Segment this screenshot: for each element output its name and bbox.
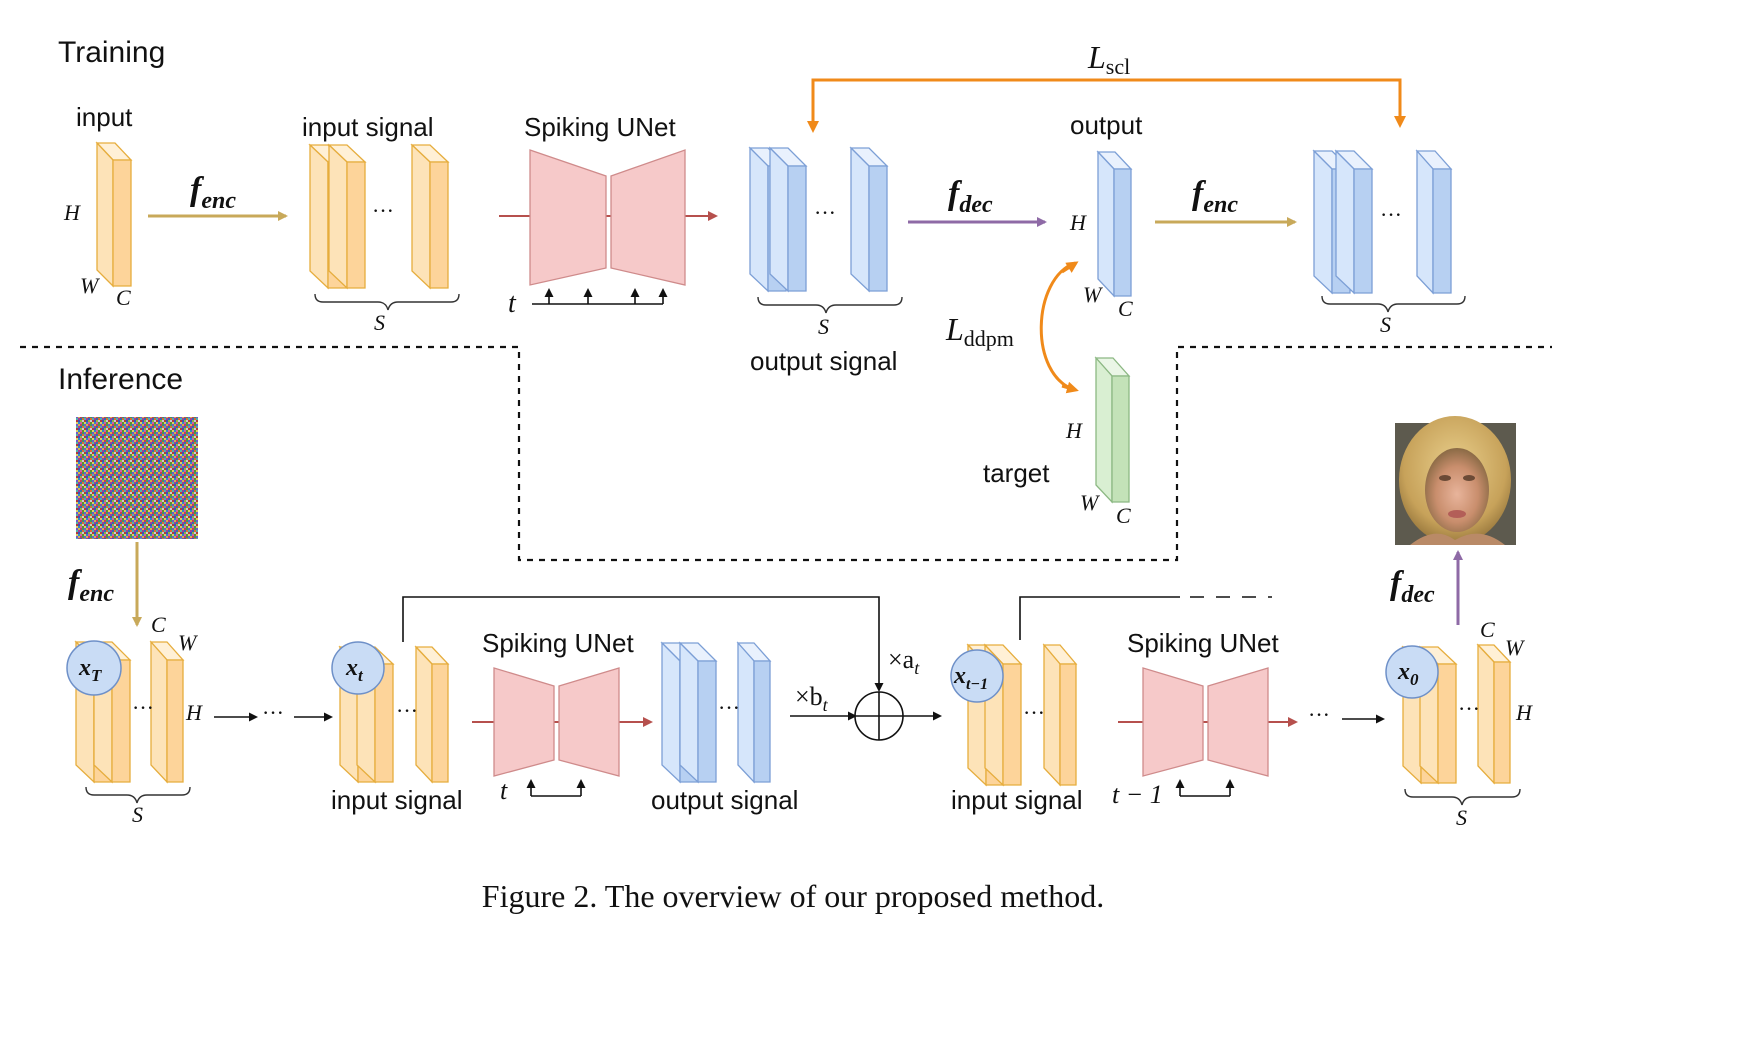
s-brace (1404, 788, 1521, 806)
dots: ··· (814, 200, 836, 225)
x-T-node (66, 640, 122, 696)
unet-decoder (558, 667, 620, 777)
training-output-label: output (1070, 110, 1143, 140)
inference-unet-label: Spiking UNet (482, 628, 635, 658)
dim-s: S (1456, 805, 1467, 830)
training-title: Training (58, 36, 165, 69)
inference-input-signal-label: input signal (331, 785, 463, 815)
training-reencoded-signal-stack (1312, 149, 1453, 295)
times-a-label: ×at (888, 645, 920, 678)
dim-w: W (178, 630, 198, 655)
unet-encoder (1142, 667, 1204, 777)
dots: ··· (372, 198, 394, 223)
x-t-minus-1-node (950, 649, 1004, 703)
noise-image (76, 417, 198, 539)
x-0-label: x0 (1397, 659, 1419, 689)
dim-s: S (818, 314, 829, 339)
dim-c: C (151, 612, 166, 637)
dim-h: H (1069, 210, 1087, 235)
dim-w: W (1080, 490, 1100, 515)
dim-h: H (63, 200, 81, 225)
s-brace (85, 786, 191, 804)
f-enc-label: fenc (1192, 175, 1238, 218)
dim-w: W (1083, 282, 1103, 307)
l-scl-label: Lscl (1087, 39, 1130, 79)
inference-title: Inference (58, 363, 183, 396)
unet-encoder (493, 667, 555, 777)
dim-c: C (1480, 617, 1495, 642)
time-t-minus-1: t − 1 (1112, 780, 1163, 809)
dim-h: H (1065, 418, 1083, 443)
skip-connection-2 (1019, 596, 1180, 640)
x-t-node (331, 641, 385, 695)
figure-caption: Figure 2. The overview of our proposed m… (482, 878, 1104, 914)
dots: ··· (1023, 700, 1045, 725)
dim-s: S (1380, 312, 1391, 337)
dots: ··· (396, 698, 418, 723)
training-input-signal-label: input signal (302, 112, 434, 142)
inference-output-signal-stack (660, 641, 772, 784)
training-input-label: input (76, 102, 133, 132)
dim-h: H (185, 700, 203, 725)
time-t: t (508, 288, 517, 319)
dots: ··· (718, 695, 740, 720)
training-output-tensor (1096, 150, 1133, 298)
training-input-signal-stack (308, 143, 450, 290)
s-brace (1321, 295, 1466, 313)
section-divider (20, 345, 1552, 562)
skip-connection (402, 596, 884, 692)
times-b-label: ×bt (795, 682, 829, 715)
dim-h: H (1515, 700, 1533, 725)
training-input-tensor (95, 141, 133, 288)
unet-decoder (610, 149, 686, 286)
f-enc-label: fenc (68, 564, 114, 607)
dim-w: W (1505, 635, 1525, 660)
l-ddpm-arrow-down (1061, 381, 1079, 394)
dots: ··· (132, 695, 154, 720)
dots: ··· (1458, 696, 1480, 721)
dim-w: W (80, 273, 100, 298)
x-t-label: xt (345, 655, 364, 685)
inference-output-signal-label: output signal (651, 785, 798, 815)
training-output-signal-label: output signal (750, 346, 897, 376)
x-T-label: xT (78, 655, 102, 685)
f-dec-label: fdec (948, 175, 993, 218)
dots: ··· (1380, 202, 1402, 227)
generated-face-image (1395, 416, 1516, 545)
unet-encoder (529, 149, 607, 286)
training-unet-label: Spiking UNet (524, 112, 677, 142)
dim-c: C (1118, 296, 1133, 321)
dim-s: S (132, 802, 143, 827)
x-0-node (1385, 645, 1439, 699)
unet-decoder (1207, 667, 1269, 777)
l-ddpm-arrow-up (1061, 261, 1079, 274)
x-t-minus-1-label: xt−1 (953, 663, 988, 693)
dim-s: S (374, 310, 385, 335)
dim-c: C (1116, 503, 1131, 528)
dots: ··· (262, 700, 284, 725)
dim-c: C (116, 285, 131, 310)
l-ddpm-label: Lddpm (945, 311, 1014, 351)
s-brace (757, 296, 903, 314)
inference-input-signal-label-2: input signal (951, 785, 1083, 815)
dots: ··· (1308, 702, 1330, 727)
s-brace (314, 293, 460, 311)
time-t: t (500, 776, 508, 805)
training-output-signal-stack (748, 146, 889, 293)
f-enc-label: fenc (190, 171, 236, 214)
training-target-tensor (1094, 356, 1131, 504)
l-ddpm-curve (1039, 261, 1076, 392)
f-dec-label: fdec (1390, 565, 1435, 608)
inference-unet-label-2: Spiking UNet (1127, 628, 1280, 658)
training-target-label: target (983, 458, 1050, 488)
